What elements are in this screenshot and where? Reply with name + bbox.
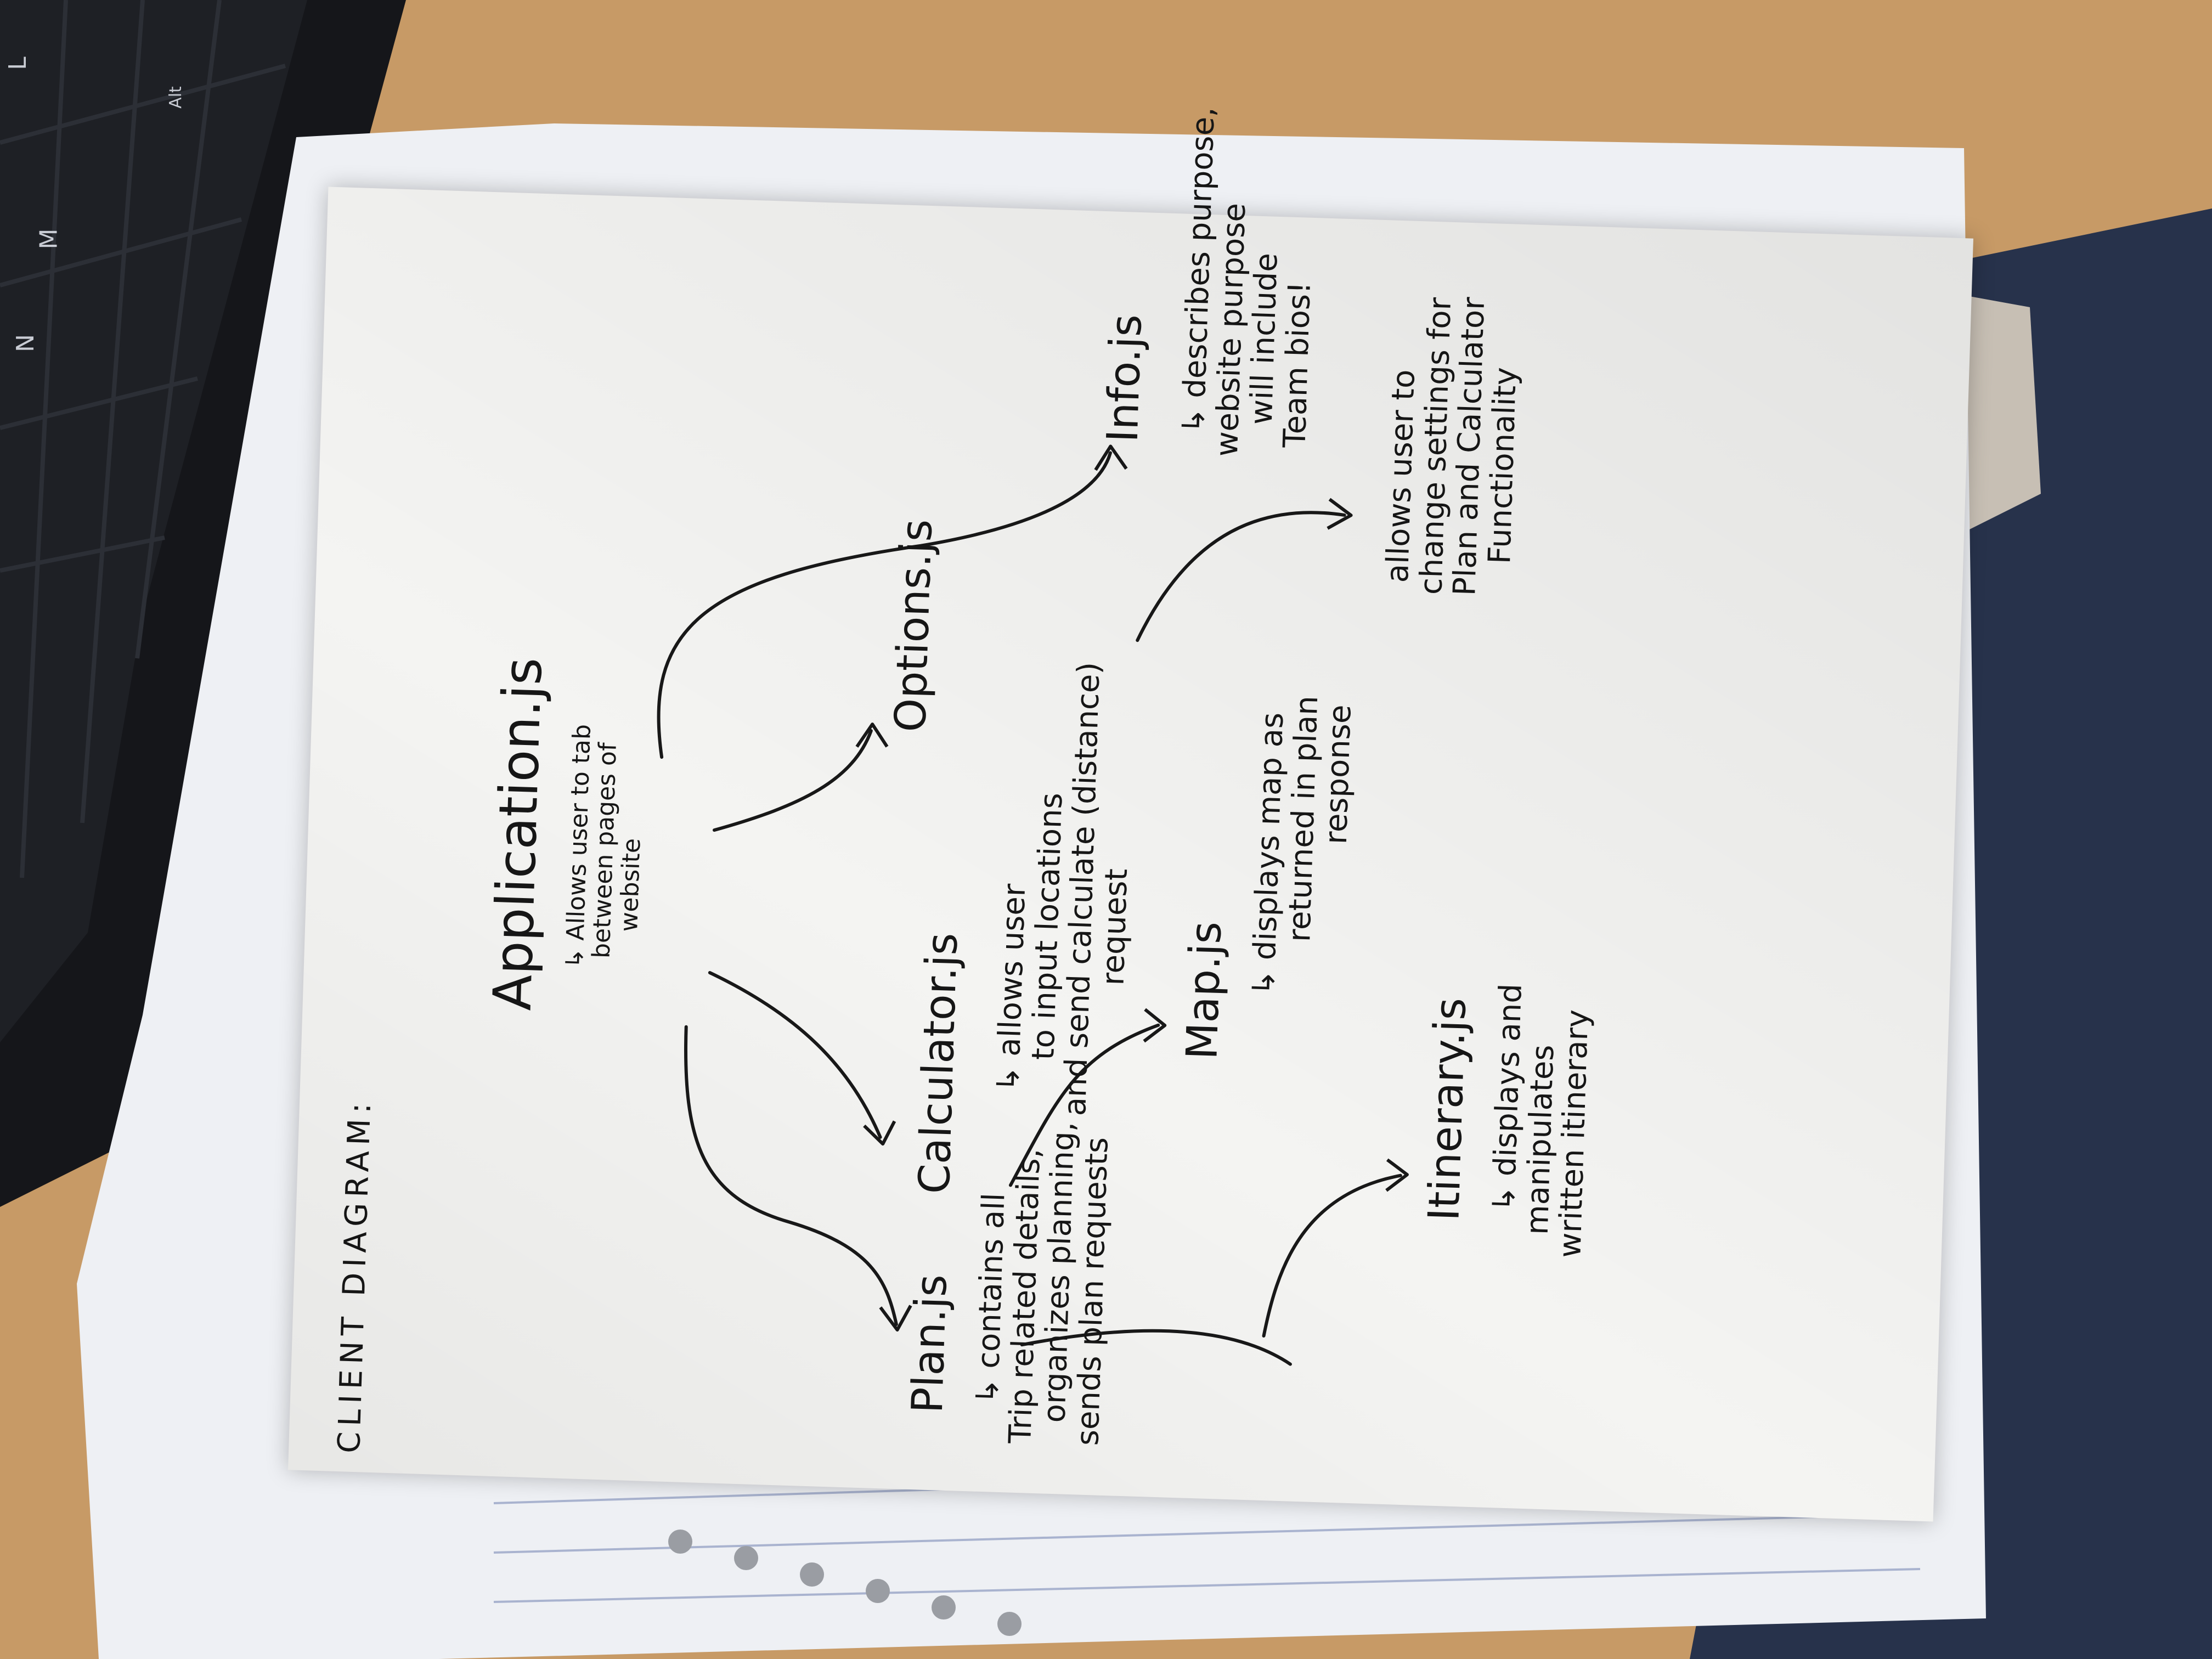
arrowhead-options [855, 723, 889, 748]
arrow-application-plan [684, 1025, 898, 1327]
arrowhead-map [1143, 1008, 1167, 1043]
keycap-alt: Alt [166, 86, 185, 109]
plan-description: ↳ contains all Trip related details, org… [969, 1119, 1115, 1447]
node-options-js: Options.js [885, 518, 942, 733]
arrowhead-options-description [1327, 498, 1353, 530]
calculator-description: ↳ allows user to input locations and sen… [990, 659, 1140, 1118]
node-info-js: Info.js [1098, 313, 1152, 443]
keycap-l: L [3, 57, 32, 70]
itinerary-description: ↳ displays and manipulates written itine… [1486, 983, 1596, 1259]
node-map-js: Map.js [1177, 921, 1232, 1060]
info-description: ↳ describes purpose, website purpose wil… [1176, 106, 1322, 459]
arrow-application-calculator [708, 971, 882, 1139]
arrowhead-itinerary [1385, 1158, 1409, 1192]
map-description: ↳ displays map as returned in plan respo… [1246, 694, 1358, 1009]
keyboard-key-grid [0, 0, 286, 878]
options-description: allows user to change settings for Plan … [1380, 295, 1525, 597]
paper-sheet: CLIENT DIAGRAM: Application.js ↳ Allows … [287, 106, 1974, 1522]
application-description: ↳ Allows user to tab between pages of we… [561, 724, 649, 970]
node-application-js: Application.js [481, 656, 554, 1012]
diagram-connectors [657, 444, 1409, 1366]
node-plan-js: Plan.js [902, 1273, 957, 1414]
arrowhead-calculator [863, 1120, 896, 1146]
node-itinerary-js: Itinerary.js [1419, 997, 1476, 1222]
arrow-options-description [1136, 511, 1346, 642]
keycap-m: M [35, 228, 63, 250]
arrow-application-options [713, 729, 873, 832]
arrowhead-info [1094, 444, 1128, 471]
node-calculator-js: Calculator.js [910, 932, 968, 1195]
arrowhead-plan [879, 1305, 912, 1332]
arrow-plan-itinerary [1262, 1173, 1402, 1338]
notebook-spiral [668, 1530, 1022, 1636]
keycap-n: N [11, 334, 40, 352]
arrow-plan-map [1008, 1023, 1292, 1366]
arrow-application-info [657, 451, 1112, 759]
